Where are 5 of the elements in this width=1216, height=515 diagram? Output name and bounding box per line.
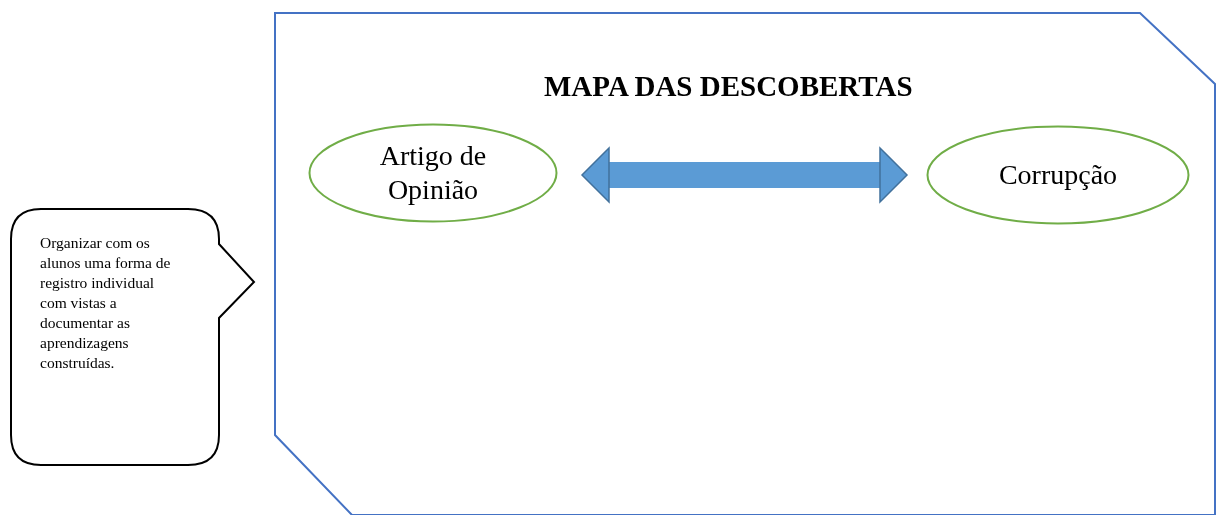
note-text: Organizar com os alunos uma forma de registro individual com vistas a documentar as aprendizagens construídas. <box>40 233 172 373</box>
panel-title: MAPA DAS DESCOBERTAS <box>544 70 913 103</box>
double-arrow <box>581 147 908 203</box>
node-label: Corrupção <box>997 158 1119 192</box>
node-label: Artigo de Opinião <box>378 139 488 207</box>
